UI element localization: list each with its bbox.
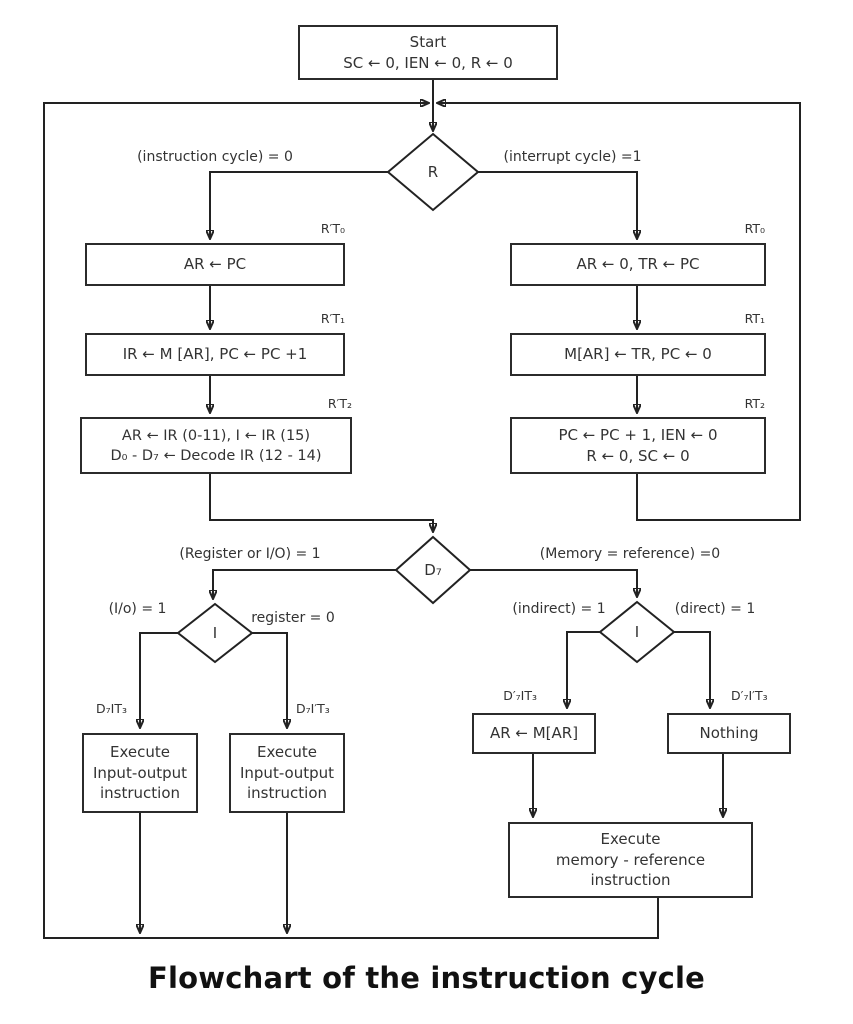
box-execute-io-right: Execute Input-output instruction xyxy=(229,733,345,813)
timing-d7it3: D₇IT₃ xyxy=(96,701,127,716)
start-title: Start xyxy=(409,32,447,51)
condition-interrupt-cycle: (interrupt cycle) =1 xyxy=(503,149,642,165)
connector-imem-left xyxy=(567,631,603,707)
condition-register-or-io: (Register or I/O) = 1 xyxy=(179,546,321,562)
box-execute-memory-line3: instruction xyxy=(590,871,671,890)
timing-d7ipt3: D₇I′T₃ xyxy=(296,701,330,716)
box-execute-io-left-line2: Input-output xyxy=(92,763,187,782)
box-execute-io-right-line1: Execute xyxy=(257,742,317,761)
condition-register: register = 0 xyxy=(251,610,335,626)
start-box: Start SC ← 0, IEN ← 0, R ← 0 xyxy=(298,25,558,80)
box-mar-tr: M[AR] ← TR, PC ← 0 xyxy=(510,333,766,376)
box-execute-io-right-line2: Input-output xyxy=(239,763,334,782)
box-ar-pc-text: AR ← PC xyxy=(183,255,247,274)
connector-r-instruction-branch xyxy=(210,171,391,238)
decision-i-mem-label: I xyxy=(634,623,640,641)
timing-rt1: RT₁ xyxy=(744,311,765,326)
box-mar-tr-text: M[AR] ← TR, PC ← 0 xyxy=(564,345,712,364)
box-ar0-tr-pc: AR ← 0, TR ← PC xyxy=(510,243,766,286)
box-decode-line2: D₀ - D₇ ← Decode IR (12 - 14) xyxy=(110,447,322,464)
connector-right-return-loop xyxy=(438,103,801,521)
decision-i-io-shape xyxy=(176,602,254,664)
box-execute-memory-line1: Execute xyxy=(600,829,661,848)
start-init-ops: SC ← 0, IEN ← 0, R ← 0 xyxy=(343,53,513,72)
box-execute-io-left-line3: instruction xyxy=(99,784,181,803)
connector-d7-left xyxy=(213,569,399,598)
timing-rpt0: R′T₀ xyxy=(320,221,345,236)
connector-imem-right xyxy=(671,631,710,707)
timing-rt0: RT₀ xyxy=(744,221,765,236)
box-execute-memory-line2: memory - reference xyxy=(555,850,706,869)
box-execute-io-left: Execute Input-output instruction xyxy=(82,733,198,813)
connector-left-return-loop xyxy=(43,103,659,939)
connector-iio-right xyxy=(249,632,287,727)
box-pc-inc-line2: R ← 0, SC ← 0 xyxy=(586,446,690,465)
box-pc-inc-line1: PC ← PC + 1, IEN ← 0 xyxy=(558,425,718,444)
timing-rpt2: R′T₂ xyxy=(327,396,352,411)
decision-d7-shape xyxy=(394,535,472,605)
box-ir-fetch: IR ← M [AR], PC ← PC +1 xyxy=(85,333,345,376)
connector-iio-left xyxy=(140,632,181,727)
condition-memory-reference: (Memory = reference) =0 xyxy=(539,546,721,562)
connector-decode-to-d7 xyxy=(209,474,433,531)
box-nothing: Nothing xyxy=(667,713,791,754)
timing-rpt1: R′T₁ xyxy=(320,311,345,326)
diagram-title: Flowchart of the instruction cycle xyxy=(147,961,706,995)
box-ar-pc: AR ← PC xyxy=(85,243,345,286)
box-decode: AR ← IR (0-11), I ← IR (15) D₀ - D₇ ← De… xyxy=(80,417,352,474)
box-decode-line1: AR ← IR (0-11), I ← IR (15) xyxy=(121,427,311,444)
timing-dp7it3: D′₇IT₃ xyxy=(503,688,537,703)
box-execute-memory: Execute memory - reference instruction xyxy=(508,822,753,898)
condition-indirect: (indirect) = 1 xyxy=(512,601,606,617)
box-execute-io-left-line1: Execute xyxy=(110,742,170,761)
decision-r-label: R xyxy=(427,163,439,181)
box-nothing-text: Nothing xyxy=(699,724,759,743)
timing-dp7ipt3: D′₇I′T₃ xyxy=(731,688,768,703)
timing-rt2: RT₂ xyxy=(744,396,765,411)
condition-io: (I/o) = 1 xyxy=(108,601,167,617)
condition-instruction-cycle: (instruction cycle) = 0 xyxy=(137,149,293,165)
decision-r-shape xyxy=(386,132,480,212)
decision-i-mem-shape xyxy=(598,600,676,664)
box-pc-inc: PC ← PC + 1, IEN ← 0 R ← 0, SC ← 0 xyxy=(510,417,766,474)
box-ar-mar-text: AR ← M[AR] xyxy=(489,724,579,743)
box-ar-mar: AR ← M[AR] xyxy=(472,713,596,754)
connector-r-interrupt-branch xyxy=(475,171,637,238)
connector-d7-right xyxy=(467,569,637,596)
condition-direct: (direct) = 1 xyxy=(674,601,756,617)
decision-d7-label: D₇ xyxy=(424,561,442,579)
box-execute-io-right-line3: instruction xyxy=(246,784,328,803)
decision-i-io-label: I xyxy=(212,624,218,642)
box-ir-fetch-text: IR ← M [AR], PC ← PC +1 xyxy=(122,345,308,364)
box-ar0-tr-pc-text: AR ← 0, TR ← PC xyxy=(576,255,700,274)
